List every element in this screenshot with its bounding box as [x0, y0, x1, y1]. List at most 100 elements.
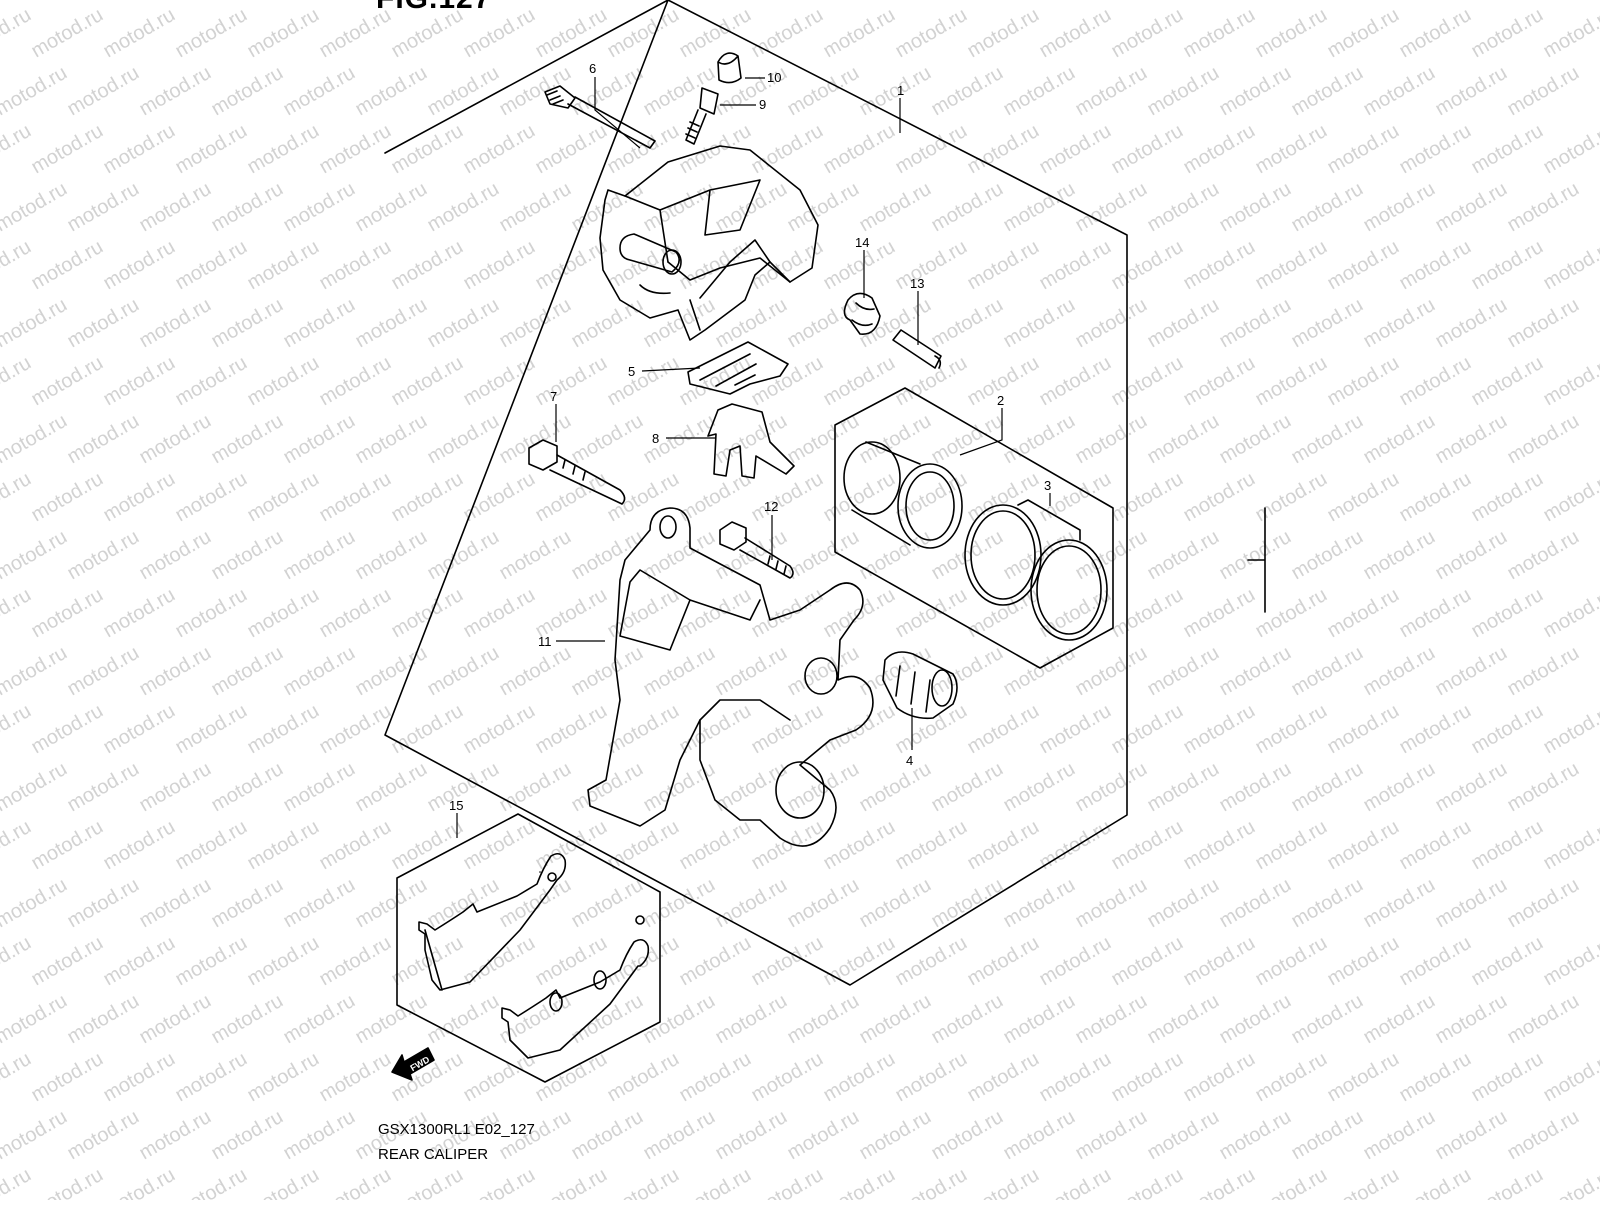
watermark-text: motod.ru [1288, 874, 1367, 933]
watermark-text: motod.ru [820, 700, 899, 759]
watermark-text: motod.ru [1072, 1106, 1151, 1165]
watermark-text: motod.ru [964, 1048, 1043, 1107]
watermark-text: motod.ru [172, 700, 251, 759]
watermark-text: motod.ru [1036, 816, 1115, 875]
watermark-text: motod.ru [1396, 1164, 1475, 1200]
watermark-text: motod.ru [568, 1106, 647, 1165]
watermark-text: motod.ru [0, 410, 71, 469]
watermark-text: motod.ru [1288, 758, 1367, 817]
watermark-text: motod.ru [1324, 584, 1403, 643]
watermark-text: motod.ru [208, 526, 287, 585]
watermark-text: motod.ru [820, 4, 899, 63]
watermark-text: motod.ru [604, 1164, 683, 1200]
watermark-text: motod.ru [460, 120, 539, 179]
assembly-name-label: REAR CALIPER [378, 1146, 488, 1163]
watermark-text: motod.ru [1396, 700, 1475, 759]
watermark-text: motod.ru [1180, 4, 1259, 63]
watermark-text: motod.ru [208, 294, 287, 353]
watermark-text: motod.ru [532, 816, 611, 875]
watermark-text: motod.ru [172, 468, 251, 527]
watermark-text: motod.ru [1108, 1048, 1187, 1107]
watermark-text: motod.ru [1432, 1106, 1511, 1165]
watermark-text: motod.ru [1180, 1164, 1259, 1200]
watermark-text: motod.ru [64, 294, 143, 353]
watermark-text: motod.ru [856, 410, 935, 469]
watermark-text: motod.ru [280, 294, 359, 353]
watermark-text: motod.ru [676, 236, 755, 295]
watermark-text: motod.ru [1504, 1106, 1583, 1165]
watermark-text: motod.ru [460, 700, 539, 759]
watermark-text: motod.ru [316, 700, 395, 759]
watermark-text: motod.ru [388, 584, 467, 643]
watermark-text: motod.ru [892, 1164, 971, 1200]
watermark-text: motod.ru [0, 294, 71, 353]
watermark-text: motod.ru [856, 0, 935, 4]
watermark-text: motod.ru [568, 758, 647, 817]
watermark-text: motod.ru [1504, 758, 1583, 817]
watermark-text: motod.ru [352, 178, 431, 237]
watermark-text: motod.ru [1432, 642, 1511, 701]
watermark-text: motod.ru [28, 236, 107, 295]
watermark-text: motod.ru [856, 62, 935, 121]
watermark-text: motod.ru [244, 1048, 323, 1107]
watermark-text: motod.ru [424, 642, 503, 701]
watermark-text: motod.ru [964, 1164, 1043, 1200]
watermark-text: motod.ru [748, 700, 827, 759]
watermark-text: motod.ru [388, 352, 467, 411]
watermark-text: motod.ru [136, 642, 215, 701]
watermark-text: motod.ru [316, 120, 395, 179]
watermark-text: motod.ru [784, 526, 863, 585]
watermark-text: motod.ru [892, 816, 971, 875]
watermark-text: motod.ru [1036, 1164, 1115, 1200]
watermark-text: motod.ru [172, 1164, 251, 1200]
watermark-text: motod.ru [928, 178, 1007, 237]
watermark-text: motod.ru [0, 4, 35, 63]
watermark-text: motod.ru [640, 294, 719, 353]
watermark-text: motod.ru [568, 62, 647, 121]
watermark-text: motod.ru [1108, 236, 1187, 295]
watermark-text: motod.ru [64, 874, 143, 933]
watermark-text: motod.ru [172, 236, 251, 295]
watermark-text: motod.ru [1036, 1048, 1115, 1107]
callout-7: 7 [550, 389, 557, 404]
watermark-text: motod.ru [1432, 62, 1511, 121]
watermark-text: motod.ru [712, 410, 791, 469]
watermark-text: motod.ru [100, 700, 179, 759]
watermark-text: motod.ru [1216, 178, 1295, 237]
watermark-text: motod.ru [100, 352, 179, 411]
watermark-text: motod.ru [532, 120, 611, 179]
watermark-text: motod.ru [1360, 526, 1439, 585]
watermark-text: motod.ru [1072, 0, 1151, 4]
watermark-text: motod.ru [568, 874, 647, 933]
watermark-text: motod.ru [892, 4, 971, 63]
watermark-text: motod.ru [0, 932, 35, 991]
watermark-text: motod.ru [1396, 120, 1475, 179]
watermark-text: motod.ru [928, 758, 1007, 817]
watermark-text: motod.ru [316, 1048, 395, 1107]
watermark-text: motod.ru [712, 526, 791, 585]
watermark-text: motod.ru [0, 700, 35, 759]
watermark-text: motod.ru [316, 932, 395, 991]
watermark-text: motod.ru [64, 642, 143, 701]
watermark-text: motod.ru [1216, 294, 1295, 353]
watermark-text: motod.ru [1036, 120, 1115, 179]
watermark-text: motod.ru [136, 0, 215, 4]
watermark-text: motod.ru [604, 1048, 683, 1107]
watermark-text: motod.ru [1396, 352, 1475, 411]
watermark-text: motod.ru [784, 990, 863, 1049]
watermark-text: motod.ru [1252, 1048, 1331, 1107]
watermark-text: motod.ru [928, 62, 1007, 121]
watermark-text: motod.ru [640, 642, 719, 701]
watermark-text: motod.ru [532, 4, 611, 63]
watermark-text: motod.ru [0, 352, 35, 411]
watermark-text: motod.ru [1180, 932, 1259, 991]
watermark-text: motod.ru [1216, 410, 1295, 469]
watermark-text: motod.ru [1504, 294, 1583, 353]
callout-4: 4 [906, 753, 913, 768]
watermark-text: motod.ru [892, 1048, 971, 1107]
watermark-text: motod.ru [100, 236, 179, 295]
watermark-text: motod.ru [1180, 584, 1259, 643]
watermark-text: motod.ru [568, 990, 647, 1049]
watermark-text: motod.ru [964, 4, 1043, 63]
watermark-text: motod.ru [1360, 874, 1439, 933]
